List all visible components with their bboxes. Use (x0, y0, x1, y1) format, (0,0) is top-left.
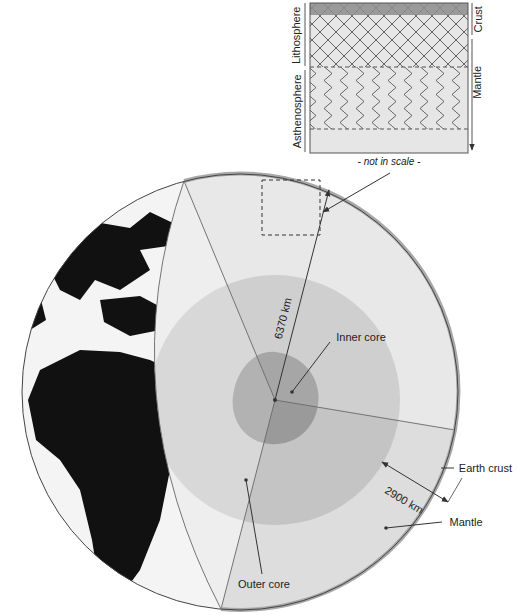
part-label: Inner core (336, 331, 386, 344)
cut-face (0, 150, 517, 615)
leader-line (441, 468, 454, 469)
radius-arrow (275, 190, 329, 400)
cut-face (0, 150, 517, 615)
layer-boundary (310, 129, 468, 130)
continents (18, 212, 180, 600)
layer-label: Lithosphere (291, 6, 304, 64)
dimension-label: 6370 km (272, 296, 294, 340)
extension-line (448, 478, 462, 502)
face-edge (184, 181, 455, 609)
bracket-line (305, 3, 306, 66)
inset-ground (310, 3, 468, 153)
asthenosphere-hatch (310, 67, 468, 129)
layer-label: Crust (472, 6, 485, 32)
scale-note: - not in scale - (358, 156, 421, 168)
layer-boundary (310, 67, 468, 68)
leader-line (386, 522, 442, 528)
part-label: Outer core (238, 578, 290, 591)
leader-line (292, 342, 330, 392)
cut-edges (154, 181, 455, 609)
zoom-box (262, 180, 320, 235)
layer-label: Asthenosphere (291, 74, 304, 148)
dimension-label: 2900 km (383, 484, 426, 517)
part-label: Earth crust (459, 462, 512, 475)
crust-rim (184, 174, 458, 610)
part-label: Mantle (449, 516, 482, 529)
zoom-leader (323, 173, 390, 212)
leader-dot (244, 478, 248, 482)
leader-line (246, 480, 262, 574)
crust-band (310, 3, 468, 15)
bracket-line (305, 70, 306, 152)
leader-dot (384, 526, 388, 530)
layer-label: Mantle (472, 65, 485, 98)
continent (48, 212, 175, 300)
center-dot (273, 398, 277, 402)
globe-outline (22, 174, 458, 610)
face-edge (154, 181, 221, 609)
inset-section (305, 3, 472, 153)
inset-frame (310, 3, 468, 153)
cut-face (0, 150, 517, 615)
lithosphere-hatch (310, 3, 468, 67)
leader-dot (290, 390, 294, 394)
